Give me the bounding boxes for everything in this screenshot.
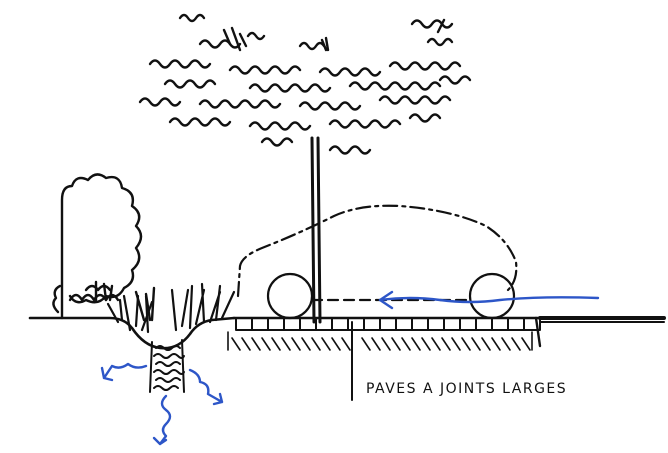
car-front-wheel: [470, 274, 514, 318]
paving-annotation-label: PAVES A JOINTS LARGES: [366, 381, 567, 397]
infiltration-arrow-right: [190, 370, 222, 404]
infiltration-arrow-left: [102, 364, 146, 380]
tree: [140, 15, 470, 322]
tree-trunk: [312, 138, 320, 322]
tree-canopy: [140, 15, 470, 154]
car-rear-wheel: [268, 274, 312, 318]
water-flow: [102, 292, 598, 444]
swale-plants: [108, 284, 234, 332]
subgrade-hatch: [228, 332, 532, 350]
infiltration-arrow-down: [154, 396, 170, 444]
